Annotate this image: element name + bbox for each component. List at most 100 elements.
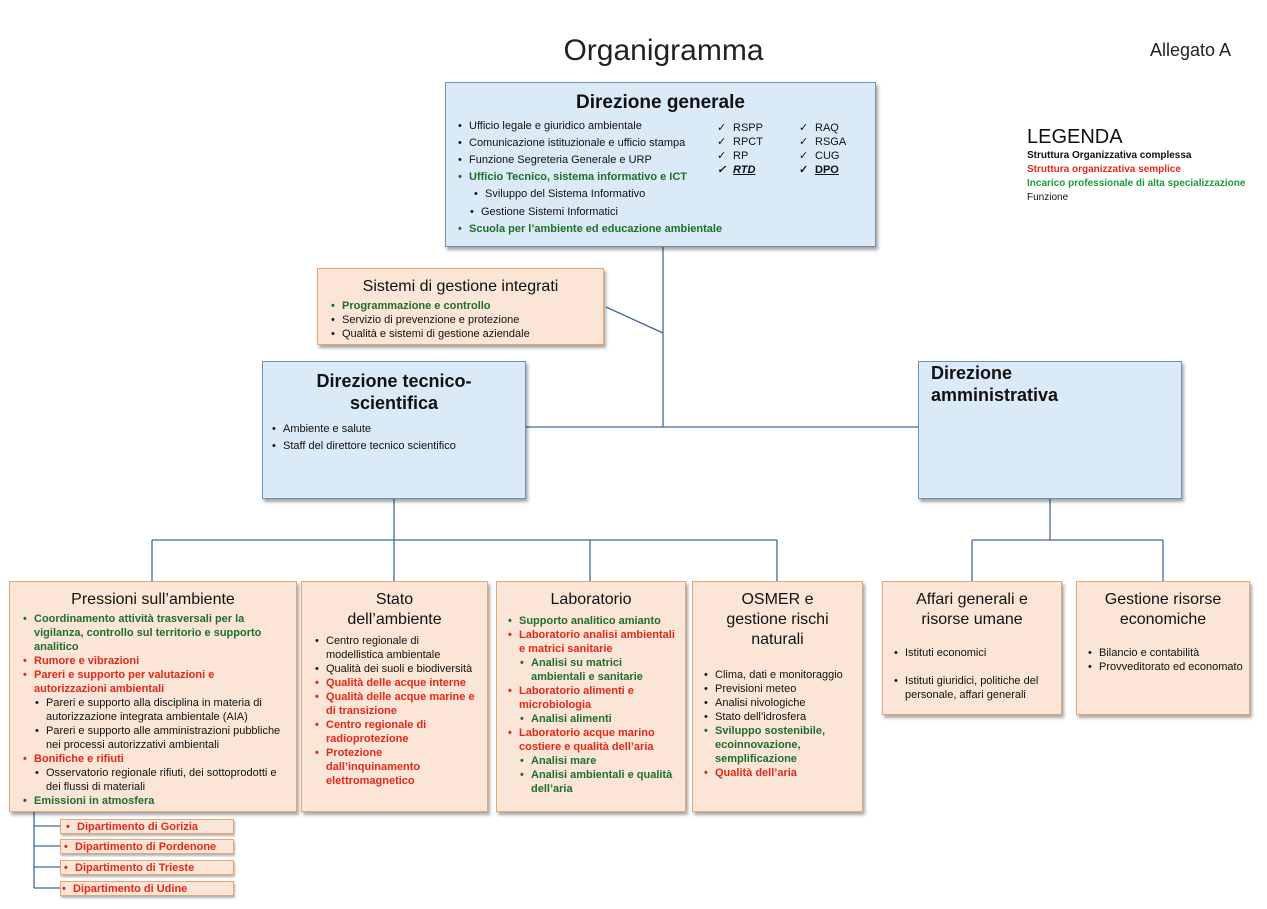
laboratorio-box: Laboratorio Supporto analitico amianto L… bbox=[496, 581, 686, 812]
list-item: Protezione dall’inquinamento elettromagn… bbox=[314, 746, 479, 788]
list-item: Clima, dati e monitoraggio bbox=[703, 668, 856, 682]
list-item: Dipartimento di Trieste bbox=[63, 861, 233, 875]
list-item: Gestione Sistemi Informatici bbox=[469, 205, 727, 219]
role-item: RP bbox=[717, 149, 787, 163]
affari-box: Affari generali e risorse umane Istituti… bbox=[882, 581, 1062, 715]
legend-item-incarico: Incarico professionale di alta specializ… bbox=[1027, 178, 1246, 189]
list-item: Dipartimento di Udine bbox=[61, 882, 233, 896]
list-item: Stato dell’idrosfera bbox=[703, 710, 856, 724]
direzione-tecnico-list: Ambiente e salute Staff del direttore te… bbox=[263, 422, 525, 453]
direzione-generale-list: Ufficio legale e giuridico ambientale Co… bbox=[457, 119, 727, 236]
list-item: Emissioni in atmosfera bbox=[22, 794, 290, 808]
role-item: CUG bbox=[799, 149, 869, 163]
list-item: Dipartimento di Pordenone bbox=[63, 840, 233, 854]
list-item: Centro regionale di modellistica ambient… bbox=[314, 634, 479, 662]
gestione-risorse-box: Gestione risorse economiche Bilancio e c… bbox=[1076, 581, 1250, 715]
list-item: Pareri e supporto alla disciplina in mat… bbox=[34, 696, 290, 724]
pressioni-title: Pressioni sull’ambiente bbox=[71, 591, 235, 608]
pressioni-box: Pressioni sull’ambiente Coordinamento at… bbox=[9, 581, 297, 812]
list-item: Ufficio legale e giuridico ambientale bbox=[457, 119, 727, 133]
legend-item-semplice: Struttura organizzativa semplice bbox=[1027, 164, 1181, 175]
list-item: Comunicazione istituzionale e ufficio st… bbox=[457, 136, 727, 150]
list-item: Scuola per l’ambiente ed educazione ambi… bbox=[457, 222, 727, 236]
list-item: Analisi mare bbox=[519, 754, 677, 768]
stato-box: Stato dell’ambiente Centro regionale di … bbox=[301, 581, 488, 812]
legend: LEGENDA Struttura Organizzativa compless… bbox=[1027, 126, 1245, 205]
sistemi-gestione-box: Sistemi di gestione integrati Programmaz… bbox=[317, 268, 604, 345]
list-item: Funzione Segreteria Generale e URP bbox=[457, 153, 727, 167]
list-item: Osservatorio regionale rifiuti, dei sott… bbox=[34, 766, 290, 794]
direzione-tecnico-title: Direzione tecnico-scientifica bbox=[316, 371, 472, 413]
laboratorio-title: Laboratorio bbox=[550, 591, 632, 608]
list-item: Analisi su matrici ambientali e sanitari… bbox=[519, 656, 677, 684]
direzione-generale-title: Direzione generale bbox=[576, 92, 745, 113]
list-item: Analisi ambientali e qualità dell’aria bbox=[519, 768, 677, 796]
list-item: Qualità delle acque marine e di transizi… bbox=[314, 690, 479, 718]
dipartimento-gorizia: Dipartimento di Gorizia bbox=[60, 819, 234, 834]
dipartimento-trieste: Dipartimento di Trieste bbox=[60, 860, 234, 875]
direzione-amministrativa-box: Direzione amministrativa bbox=[918, 361, 1182, 499]
list-item: Qualità delle acque interne bbox=[314, 676, 479, 690]
list-item: Programmazione e controllo bbox=[330, 299, 603, 313]
list-item: Centro regionale di radioprotezione bbox=[314, 718, 479, 746]
list-item: Laboratorio alimenti e microbiologia bbox=[507, 684, 677, 712]
direzione-amministrativa-title: Direzione amministrativa bbox=[931, 363, 1059, 405]
list-item: Sviluppo sostenibile, ecoinnovazione, se… bbox=[703, 724, 856, 766]
list-item: Istituti economici bbox=[893, 646, 1055, 660]
role-item: RPCT bbox=[717, 135, 787, 149]
list-item: Analisi alimenti bbox=[519, 712, 677, 726]
dipartimento-udine: Dipartimento di Udine bbox=[60, 881, 234, 896]
pressioni-list: Coordinamento attività trasversali per l… bbox=[10, 612, 296, 808]
role-item: RSGA bbox=[799, 135, 869, 149]
list-item: Sviluppo del Sistema Informativo bbox=[473, 187, 727, 201]
list-item: Provveditorato ed economato bbox=[1087, 660, 1243, 674]
osmer-title: OSMER e gestione rischi naturali bbox=[726, 591, 829, 648]
roles-right-list: RAQ RSGA CUG DPO bbox=[799, 121, 869, 177]
list-item: Laboratorio acque marino costiere e qual… bbox=[507, 726, 677, 754]
legend-title: LEGENDA bbox=[1027, 126, 1123, 148]
list-item: Bilancio e contabilità bbox=[1087, 646, 1243, 660]
list-item: Qualità dei suoli e biodiversità bbox=[314, 662, 479, 676]
osmer-box: OSMER e gestione rischi naturali Clima, … bbox=[692, 581, 863, 812]
stato-title: Stato dell’ambiente bbox=[347, 591, 442, 628]
list-item: Istituti giuridici, politiche del person… bbox=[893, 674, 1055, 702]
sistemi-gestione-list: Programmazione e controllo Servizio di p… bbox=[318, 299, 603, 341]
list-item: Previsioni meteo bbox=[703, 682, 856, 696]
direzione-generale-box: Direzione generale Ufficio legale e giur… bbox=[445, 82, 876, 247]
dipartimento-pordenone: Dipartimento di Pordenone bbox=[60, 839, 234, 854]
list-item: Qualità e sistemi di gestione aziendale bbox=[330, 327, 603, 341]
list-item: Bonifiche e rifiuti bbox=[22, 752, 290, 766]
role-item: DPO bbox=[799, 163, 869, 177]
list-item: Dipartimento di Gorizia bbox=[65, 820, 233, 834]
list-item: Ambiente e salute bbox=[271, 422, 525, 436]
list-item: Coordinamento attività trasversali per l… bbox=[22, 612, 290, 654]
affari-list: Istituti economici Istituti giuridici, p… bbox=[883, 646, 1061, 702]
role-item: RAQ bbox=[799, 121, 869, 135]
affari-title: Affari generali e risorse umane bbox=[916, 591, 1028, 628]
list-item: Analisi nivologiche bbox=[703, 696, 856, 710]
roles-left-list: RSPP RPCT RP RTD bbox=[717, 121, 787, 177]
list-item: Staff del direttore tecnico scientifico bbox=[271, 439, 525, 453]
role-item: RTD bbox=[717, 163, 787, 177]
list-item: Laboratorio analisi ambientali e matrici… bbox=[507, 628, 677, 656]
list-item: Servizio di prevenzione e protezione bbox=[330, 313, 603, 327]
list-item: Supporto analitico amianto bbox=[507, 614, 677, 628]
allegato-label: Allegato A bbox=[1150, 40, 1232, 60]
legend-item-funzione: Funzione bbox=[1027, 192, 1069, 203]
list-item: Pareri e supporto per valutazioni e auto… bbox=[22, 668, 290, 696]
page-title: Organigramma bbox=[563, 34, 764, 67]
gestione-risorse-list: Bilancio e contabilità Provveditorato ed… bbox=[1077, 646, 1249, 674]
sistemi-gestione-title: Sistemi di gestione integrati bbox=[362, 278, 559, 295]
list-item: Qualità dell’aria bbox=[703, 766, 856, 780]
stato-list: Centro regionale di modellistica ambient… bbox=[302, 634, 487, 788]
direzione-tecnico-box: Direzione tecnico-scientifica Ambiente e… bbox=[262, 361, 526, 499]
laboratorio-list: Supporto analitico amianto Laboratorio a… bbox=[497, 614, 685, 796]
list-item: Ufficio Tecnico, sistema informativo e I… bbox=[457, 170, 727, 184]
role-item: RSPP bbox=[717, 121, 787, 135]
gestione-risorse-title: Gestione risorse economiche bbox=[1104, 591, 1222, 628]
legend-item-complessa: Struttura Organizzativa complessa bbox=[1027, 150, 1192, 161]
list-item: Pareri e supporto alle amministrazioni p… bbox=[34, 724, 290, 752]
list-item: Rumore e vibrazioni bbox=[22, 654, 290, 668]
osmer-list: Clima, dati e monitoraggio Previsioni me… bbox=[693, 668, 862, 780]
